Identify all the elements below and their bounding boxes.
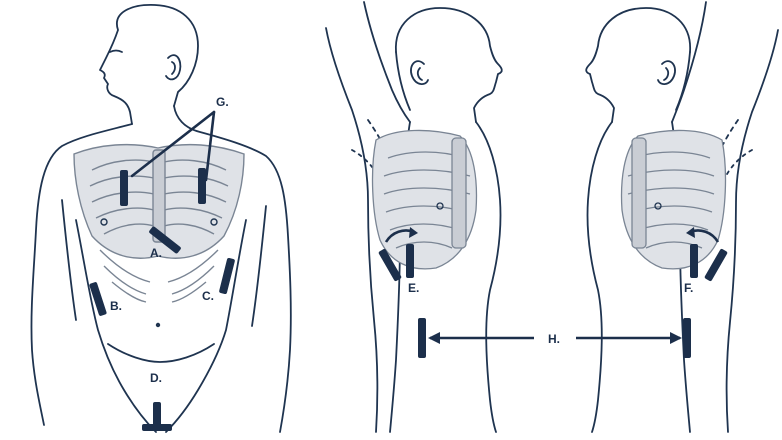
- label-h: H.: [548, 332, 560, 346]
- label-b: B.: [110, 299, 122, 313]
- front-head: [100, 5, 198, 124]
- electrode-f-1: [690, 244, 698, 278]
- left-view-ribcage: [622, 130, 726, 268]
- front-ribcage: [74, 145, 244, 302]
- electrode-h-right: [683, 318, 691, 358]
- label-a: A.: [150, 246, 162, 260]
- electrode-g-left: [120, 170, 128, 206]
- side-ear-right: [411, 61, 428, 84]
- front-ear: [166, 55, 180, 79]
- raised-arm-left-view: [727, 30, 778, 432]
- electrode-g-right: [198, 168, 206, 204]
- raised-arm-right-view: [326, 28, 377, 432]
- label-d: D.: [150, 371, 162, 385]
- label-g: G.: [216, 95, 229, 109]
- side-ear-left: [658, 61, 675, 84]
- label-c: C.: [202, 289, 214, 303]
- label-e: E.: [408, 281, 419, 295]
- electrode-e-2: [406, 244, 414, 278]
- electrode-h-left: [418, 318, 426, 358]
- label-f: F.: [684, 281, 693, 295]
- electrode-d-stem: [153, 402, 161, 428]
- right-view-ribcage: [373, 130, 477, 268]
